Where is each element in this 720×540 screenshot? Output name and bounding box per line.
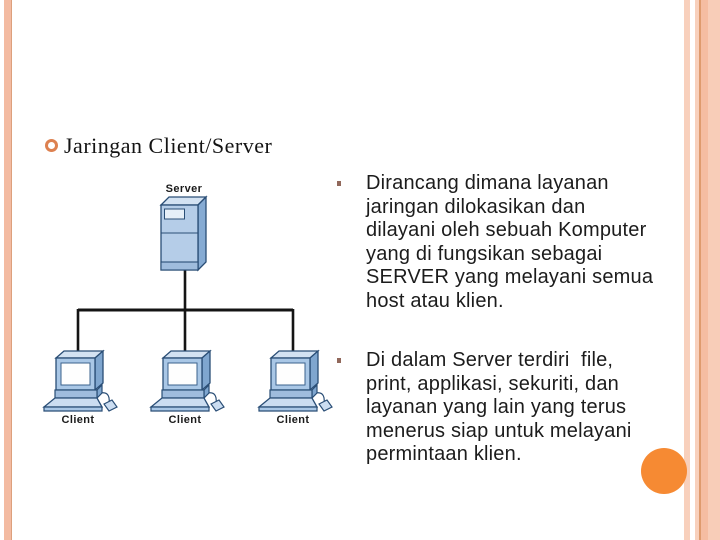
network-diagram-graphic — [43, 195, 333, 412]
text-line: layanan yang lain yang terus — [366, 396, 627, 418]
client-label: Client — [276, 414, 310, 426]
right-accent-stripe — [708, 0, 720, 540]
bullet-2-text: Di dalam Server terdiri file, print, app… — [366, 349, 696, 467]
slide-title: Jaringan Client/Server — [64, 133, 273, 158]
text-line: dilayani oleh sebuah Komputer — [366, 219, 647, 241]
bullet-item-2: Di dalam Server terdiri file, print, app… — [336, 349, 696, 467]
right-accent-stripe — [695, 0, 699, 540]
decorative-circle — [641, 448, 687, 494]
text-line: SERVER yang melayani semua — [366, 266, 654, 288]
bullet-1-text: Dirancang dimana layanan jaringan diloka… — [366, 172, 696, 313]
left-accent-stripe — [4, 0, 11, 540]
right-accent-stripe-dark — [699, 0, 701, 540]
text-line: print, applikasi, sekuriti, dan — [366, 372, 619, 395]
left-accent-stripe-edge — [11, 0, 12, 540]
bullet-dot-icon — [337, 181, 341, 186]
text-line: Di dalam Server terdiri file, — [366, 349, 614, 371]
text-line: menerus siap untuk melayani — [366, 419, 632, 442]
text-line: permintaan klien. — [366, 443, 522, 465]
text-line: host atau klien. — [366, 289, 504, 312]
text-line: Dirancang dimana layanan — [366, 172, 609, 194]
client-icon — [258, 350, 333, 412]
client-label: Client — [168, 414, 202, 426]
right-accent-stripe — [684, 0, 690, 540]
server-icon — [159, 195, 208, 272]
client-icon — [150, 350, 225, 412]
bullet-item-1: Dirancang dimana layanan jaringan diloka… — [336, 172, 696, 313]
title-row: Jaringan Client/Server — [45, 133, 272, 159]
client-icon — [43, 350, 118, 412]
network-diagram — [30, 180, 370, 430]
bullet-dot-icon — [337, 358, 341, 363]
client-label: Client — [61, 414, 95, 426]
text-line: yang di fungsikan sebagai — [366, 242, 603, 265]
text-line: jaringan dilokasikan dan — [366, 195, 586, 218]
title-bullet-ring-icon — [45, 139, 58, 152]
network-cables — [76, 270, 295, 354]
right-accent-stripe — [701, 0, 708, 540]
server-label: Server — [165, 183, 203, 195]
